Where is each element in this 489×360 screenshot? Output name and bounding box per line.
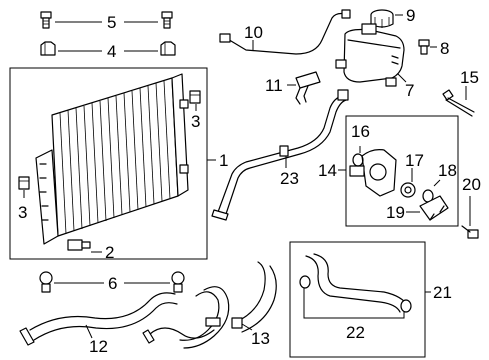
bolt-5-right [161,11,173,29]
callout-18: 18 [438,161,457,180]
isolator-6-right [171,271,185,293]
isolator-4-right [160,41,176,56]
drain-plug [67,239,91,251]
coolant-tube-23 [211,89,349,221]
bolt-5-left [40,11,52,29]
upper-hose-box [289,241,426,358]
radiator [35,73,189,245]
radiator-assembly-box [9,67,208,260]
callout-19: 19 [386,203,405,222]
callout-12: 12 [89,337,108,356]
leader-7 [397,73,407,83]
callout-10: 10 [244,23,263,42]
callout-3-lower: 3 [18,203,27,222]
coolant-reservoir-7 [335,23,405,87]
callout-16: 16 [351,122,370,141]
leader-22 [303,288,405,319]
leader-13 [241,323,253,331]
leader-12 [85,324,93,339]
thermostat-housing [349,149,397,197]
thermostat-assembly-box [345,115,459,227]
callout-22: 22 [346,323,365,342]
callout-4: 4 [107,42,116,61]
callout-7: 7 [405,81,414,100]
outlet-19 [419,195,449,221]
seal-16 [352,153,364,167]
callout-15: 15 [460,68,479,87]
callout-23: 23 [280,169,299,188]
clip-3-lower [18,176,30,190]
bolt-15 [442,89,475,117]
bolt-8 [418,39,430,55]
callout-5: 5 [107,13,116,32]
thermostat-17 [400,182,416,198]
isolator-6-left [39,271,53,293]
callout-1: 1 [219,151,228,170]
callout-14: 14 [318,161,337,180]
leader-18 [433,179,441,187]
callout-6: 6 [108,274,117,293]
callout-21: 21 [433,283,452,302]
callout-3-upper: 3 [191,112,200,131]
clip-3-upper [189,90,201,104]
isolator-4-left [40,41,56,56]
callout-13: 13 [251,329,270,348]
callout-9: 9 [406,6,415,25]
callout-2: 2 [105,243,114,262]
connector-11 [295,71,321,105]
callout-11: 11 [265,76,283,95]
bolt-20 [461,225,479,239]
lower-hose-12 [19,292,178,346]
upper-hose-21 [299,253,412,313]
callout-20: 20 [462,175,481,194]
bypass-hose-13 [142,261,277,349]
overflow-hose-10 [219,9,351,55]
callout-17: 17 [405,151,424,170]
callout-8: 8 [440,39,449,58]
